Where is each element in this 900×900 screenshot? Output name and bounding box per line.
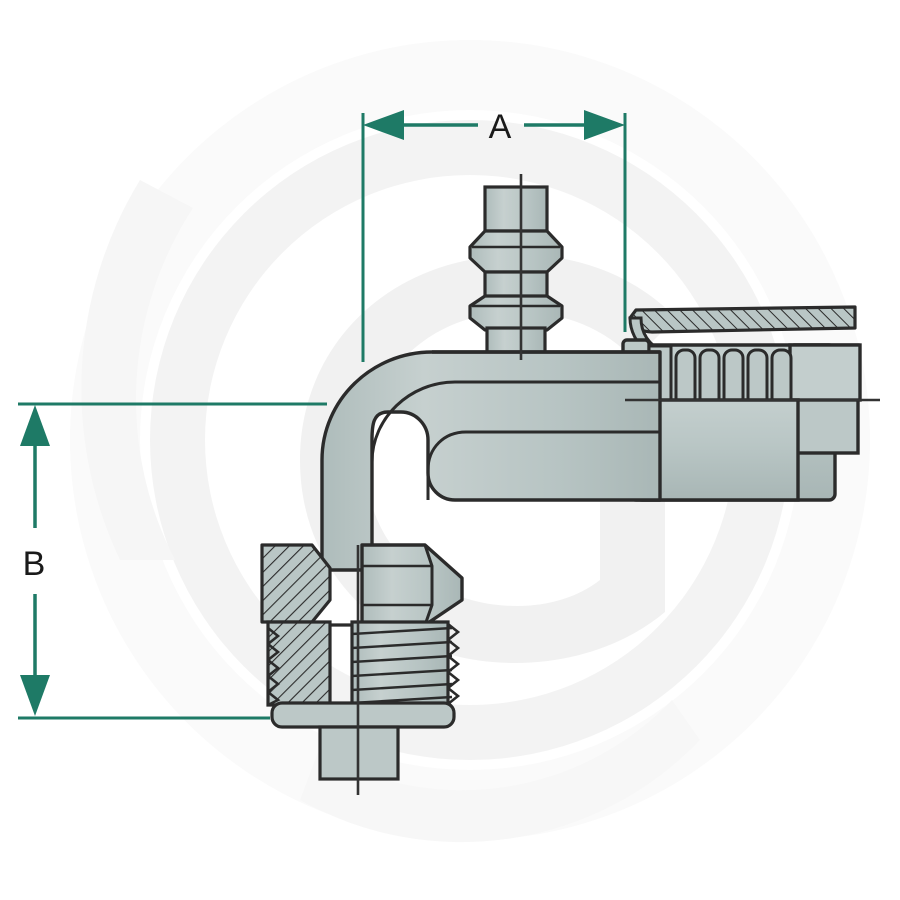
ferrule-barb-ridges xyxy=(674,348,793,408)
nipple-bulge-2 xyxy=(468,294,564,332)
ferrule-end-cap xyxy=(788,343,862,402)
dimension-b-label: B xyxy=(23,545,46,583)
elbow-throat-arc xyxy=(426,430,660,500)
stud-thread-lines xyxy=(351,626,453,705)
dimension-a-label: A xyxy=(489,108,512,146)
hex-nut-facet-right xyxy=(423,544,434,626)
stud-washer xyxy=(270,701,456,729)
stud-thread-left-serration xyxy=(267,626,281,707)
dim-b-arrow-top xyxy=(20,405,50,446)
dimension-a: A xyxy=(361,108,627,362)
dimension-b: B xyxy=(18,402,327,720)
centerlines xyxy=(356,174,880,795)
male-stud-nipple-top xyxy=(468,185,564,362)
nipple-bulge-1 xyxy=(468,229,564,274)
elbow-90-degree-bend xyxy=(320,350,662,572)
dim-a-arrow-right xyxy=(584,110,625,140)
elbow-inner-bore-arc xyxy=(370,380,660,570)
dim-b-arrow-bottom xyxy=(20,675,50,716)
hex-nut xyxy=(260,543,464,627)
nipple-top-shank xyxy=(483,185,549,233)
stud-thread-right-serration xyxy=(447,622,461,706)
nipple-mid-shank xyxy=(483,270,549,300)
stud-body xyxy=(350,620,450,707)
hex-nut-section-left xyxy=(260,543,332,624)
dim-a-arrow-left xyxy=(363,110,404,140)
threaded-male-stud xyxy=(266,620,461,781)
elbow-outer-body xyxy=(320,350,662,572)
